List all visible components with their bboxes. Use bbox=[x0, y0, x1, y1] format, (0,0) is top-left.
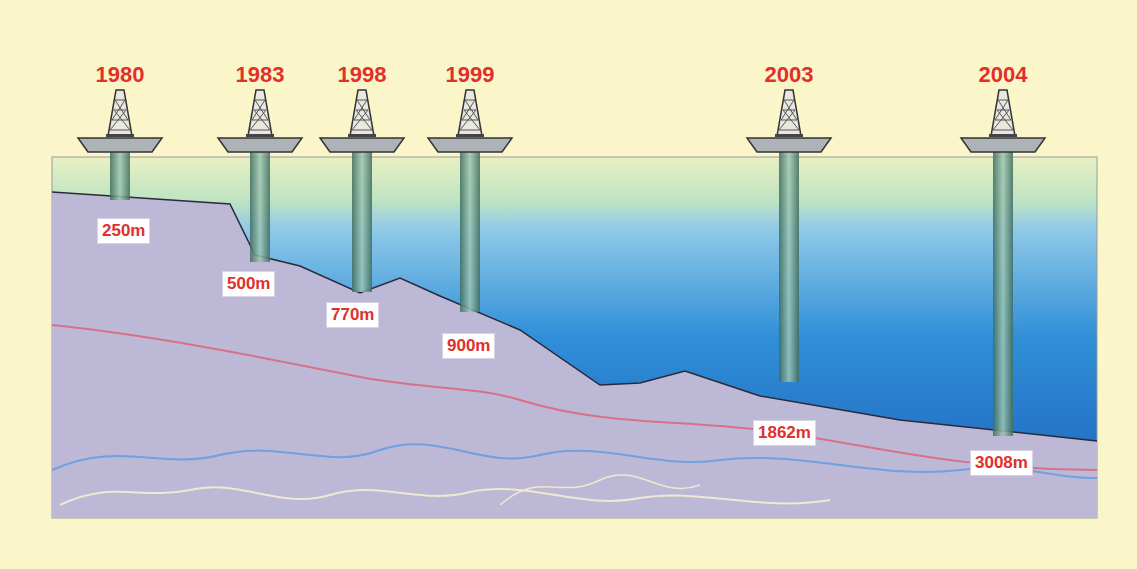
riser-pipe bbox=[993, 152, 1013, 436]
depth-box: 900m bbox=[442, 333, 495, 359]
depth-label: 770m bbox=[331, 305, 374, 325]
drilling-rig bbox=[428, 90, 512, 152]
depth-box: 3008m bbox=[970, 450, 1033, 476]
depth-label: 500m bbox=[227, 274, 270, 294]
drilling-rig bbox=[961, 90, 1045, 152]
year-label: 1999 bbox=[446, 62, 495, 88]
drilling-rig bbox=[78, 90, 162, 152]
depth-label: 1862m bbox=[758, 423, 811, 443]
depth-box: 500m bbox=[222, 271, 275, 297]
riser-pipe bbox=[352, 152, 372, 292]
drilling-rig bbox=[747, 90, 831, 152]
depth-box: 770m bbox=[326, 302, 379, 328]
year-label: 2004 bbox=[979, 62, 1028, 88]
year-label: 1983 bbox=[236, 62, 285, 88]
riser-pipe bbox=[250, 152, 270, 262]
year-label: 2003 bbox=[765, 62, 814, 88]
drilling-rig bbox=[320, 90, 404, 152]
depth-box: 1862m bbox=[753, 420, 816, 446]
year-label: 1980 bbox=[96, 62, 145, 88]
depth-label: 900m bbox=[447, 336, 490, 356]
riser-pipe bbox=[779, 152, 799, 382]
year-label: 1998 bbox=[338, 62, 387, 88]
depth-box: 250m bbox=[97, 218, 150, 244]
depth-label: 3008m bbox=[975, 453, 1028, 473]
depth-label: 250m bbox=[102, 221, 145, 241]
drilling-rig bbox=[218, 90, 302, 152]
riser-pipe bbox=[110, 152, 130, 200]
riser-pipe bbox=[460, 152, 480, 312]
